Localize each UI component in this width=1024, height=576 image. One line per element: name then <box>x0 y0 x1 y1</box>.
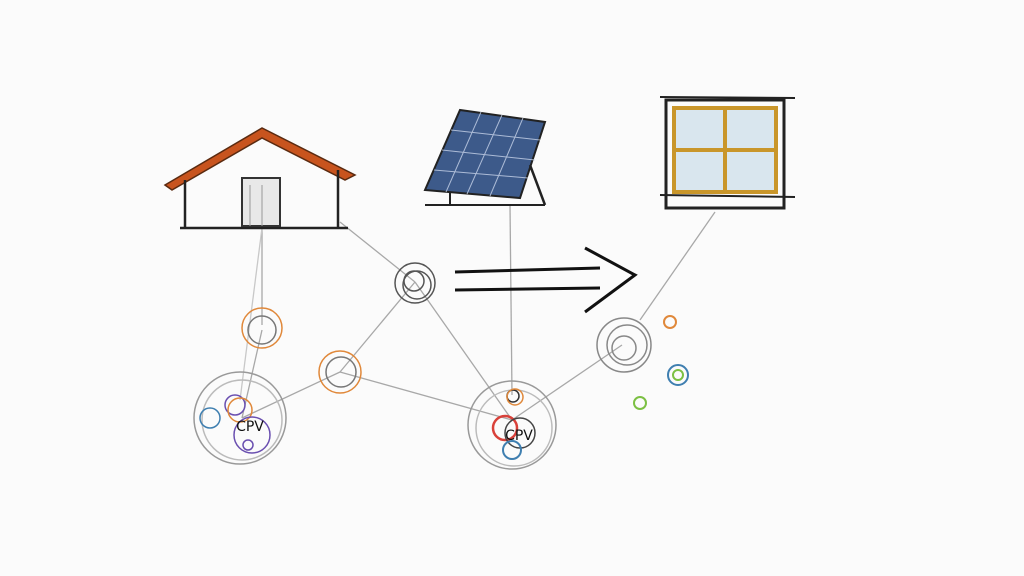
node-small-blue <box>667 364 689 386</box>
connector-line <box>639 211 716 321</box>
connector-line <box>239 227 263 401</box>
connector-line <box>509 204 513 396</box>
house-door <box>241 177 281 227</box>
cpv-label-right: CPV <box>505 428 533 444</box>
cluster-right <box>467 380 557 470</box>
node-orange-mid <box>318 350 362 394</box>
node-gray-right <box>596 317 652 373</box>
network-nodes <box>193 262 689 470</box>
arrow-right-icon <box>454 246 638 314</box>
node-small-orange <box>663 315 677 329</box>
solar-panel-icon <box>423 108 547 206</box>
cluster-left <box>193 371 287 465</box>
connector-line <box>511 344 623 421</box>
node-orange <box>241 307 283 349</box>
connector-line <box>241 371 341 419</box>
connector-lines <box>239 204 716 421</box>
connector-line <box>339 281 416 373</box>
window-icon <box>659 96 796 210</box>
house-icon <box>163 127 357 230</box>
connector-line <box>414 281 513 421</box>
connector-line <box>339 371 513 421</box>
connector-line <box>339 221 416 283</box>
node-hub <box>394 262 436 304</box>
cpv-label-left: CPV <box>236 419 264 435</box>
node-small-green <box>633 396 647 410</box>
